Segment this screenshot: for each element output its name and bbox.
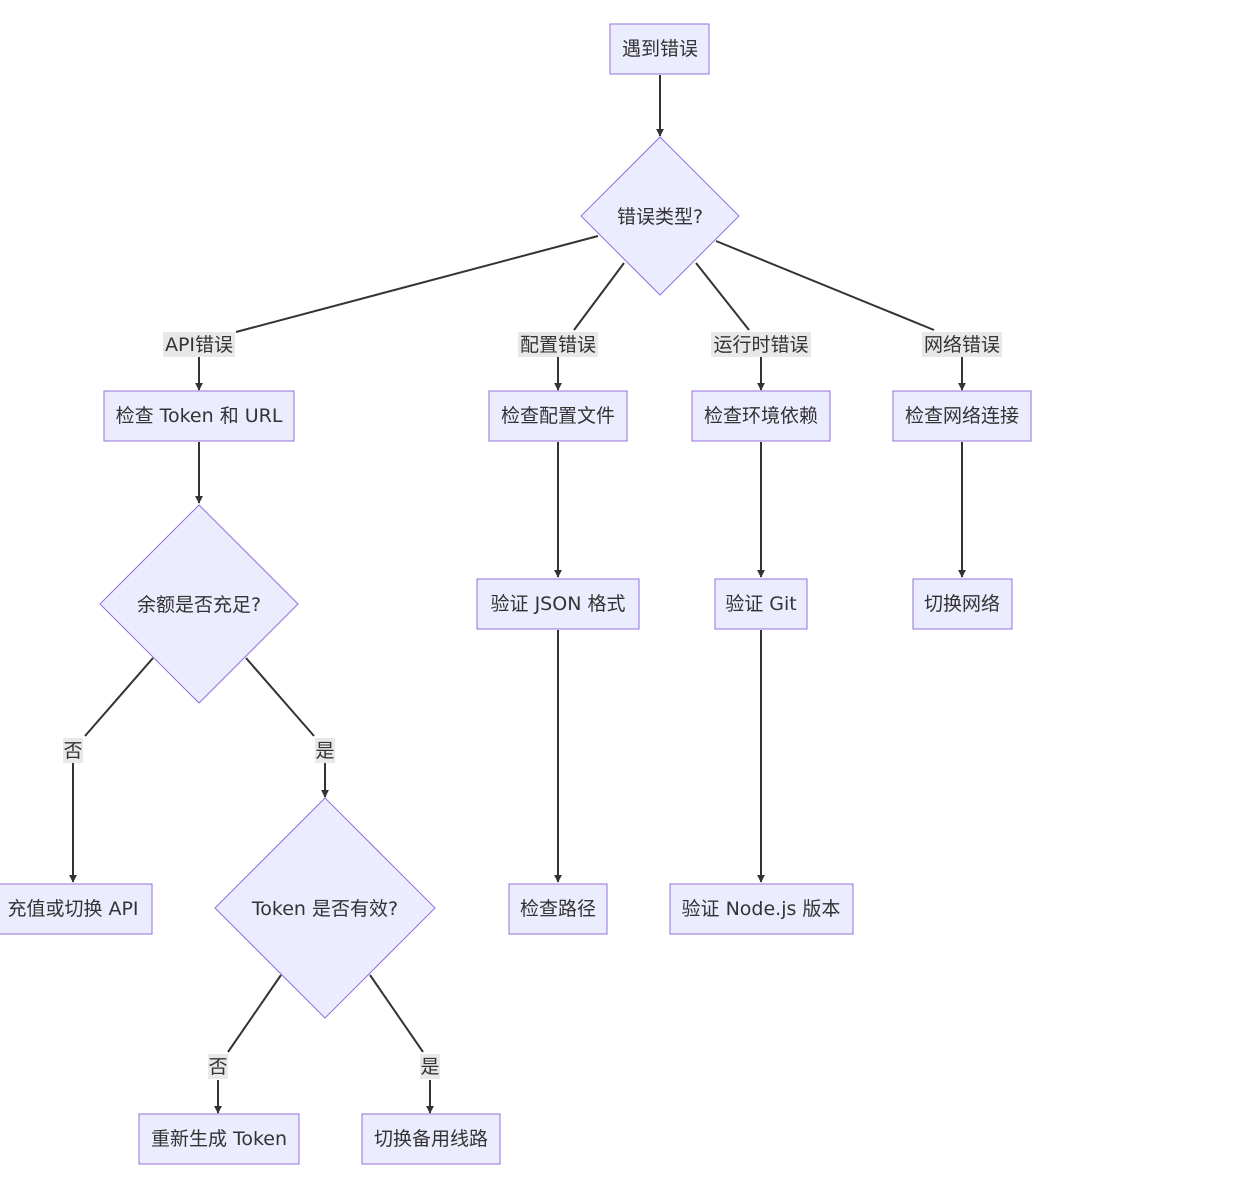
edge-label-token-no: 否 <box>208 1054 228 1079</box>
edge-label-runtime-error: 运行时错误 <box>711 332 811 357</box>
node-validate-node-text: 验证 Node.js 版本 <box>682 898 841 920</box>
node-regen-token: 重新生成 Token <box>138 1113 300 1165</box>
node-validate-node: 验证 Node.js 版本 <box>669 883 854 935</box>
node-start-text: 遇到错误 <box>622 38 698 60</box>
node-validate-git-text: 验证 Git <box>725 593 797 615</box>
node-check-path: 检查路径 <box>508 883 608 935</box>
node-check-config-file-text: 检查配置文件 <box>501 405 615 427</box>
node-check-path-text: 检查路径 <box>520 898 596 920</box>
node-check-config-file: 检查配置文件 <box>488 390 628 442</box>
edges <box>69 75 966 1114</box>
edge-token-yes <box>369 974 424 1053</box>
edge-type-to-runtime <box>695 262 750 331</box>
node-switch-network-text: 切换网络 <box>924 593 1000 615</box>
node-validate-git: 验证 Git <box>714 578 808 630</box>
node-recharge-or-switch: 充值或切换 API <box>0 883 153 935</box>
node-token-valid: Token 是否有效? <box>214 797 436 1019</box>
node-switch-backup: 切换备用线路 <box>361 1113 501 1165</box>
node-error-type: 错误类型? <box>580 136 740 296</box>
edge-type-to-config <box>573 262 625 331</box>
node-token-valid-text: Token 是否有效? <box>251 898 398 920</box>
node-check-token-url-text: 检查 Token 和 URL <box>116 405 283 427</box>
edge-balance-no <box>84 657 154 737</box>
edge-label-api-error-text: API错误 <box>165 334 233 356</box>
edge-label-runtime-error-text: 运行时错误 <box>713 334 808 356</box>
edge-label-token-yes: 是 <box>420 1054 440 1079</box>
edge-token-no <box>227 974 282 1053</box>
edge-type-to-api <box>235 235 599 333</box>
node-switch-backup-text: 切换备用线路 <box>374 1128 488 1150</box>
edge-type-to-network <box>715 240 935 331</box>
node-validate-json-text: 验证 JSON 格式 <box>491 593 626 615</box>
edge-label-token-yes-text: 是 <box>420 1056 439 1078</box>
node-balance-ok: 余额是否充足? <box>99 504 299 704</box>
edge-balance-yes <box>245 657 315 737</box>
edge-label-api-error: API错误 <box>163 332 235 357</box>
node-check-env-deps-text: 检查环境依赖 <box>704 405 818 427</box>
edge-label-network-error: 网络错误 <box>922 332 1002 357</box>
nodes: 遇到错误 错误类型? 检查 Token 和 URL 检查配置文件 检查环境依赖 … <box>0 23 1032 1165</box>
node-start: 遇到错误 <box>609 23 710 75</box>
node-balance-ok-text: 余额是否充足? <box>137 594 261 616</box>
node-switch-network: 切换网络 <box>912 578 1013 630</box>
edge-label-balance-no: 否 <box>63 738 83 763</box>
node-validate-json: 验证 JSON 格式 <box>476 578 640 630</box>
node-check-env-deps: 检查环境依赖 <box>691 390 831 442</box>
edge-label-token-no-text: 否 <box>208 1056 227 1078</box>
edge-label-balance-no-text: 否 <box>63 740 82 762</box>
edge-labels: API错误 配置错误 运行时错误 网络错误 否 是 否 是 <box>63 332 1002 1079</box>
edge-label-balance-yes: 是 <box>315 738 335 763</box>
edge-label-config-error-text: 配置错误 <box>520 334 596 356</box>
node-check-network: 检查网络连接 <box>892 390 1032 442</box>
edge-label-balance-yes-text: 是 <box>315 740 334 762</box>
edge-label-config-error: 配置错误 <box>518 332 598 357</box>
node-check-token-url: 检查 Token 和 URL <box>103 390 295 442</box>
node-regen-token-text: 重新生成 Token <box>151 1128 287 1150</box>
node-error-type-text: 错误类型? <box>617 206 703 228</box>
node-check-network-text: 检查网络连接 <box>905 405 1019 427</box>
edge-label-network-error-text: 网络错误 <box>924 334 1000 356</box>
node-recharge-or-switch-text: 充值或切换 API <box>7 898 138 920</box>
